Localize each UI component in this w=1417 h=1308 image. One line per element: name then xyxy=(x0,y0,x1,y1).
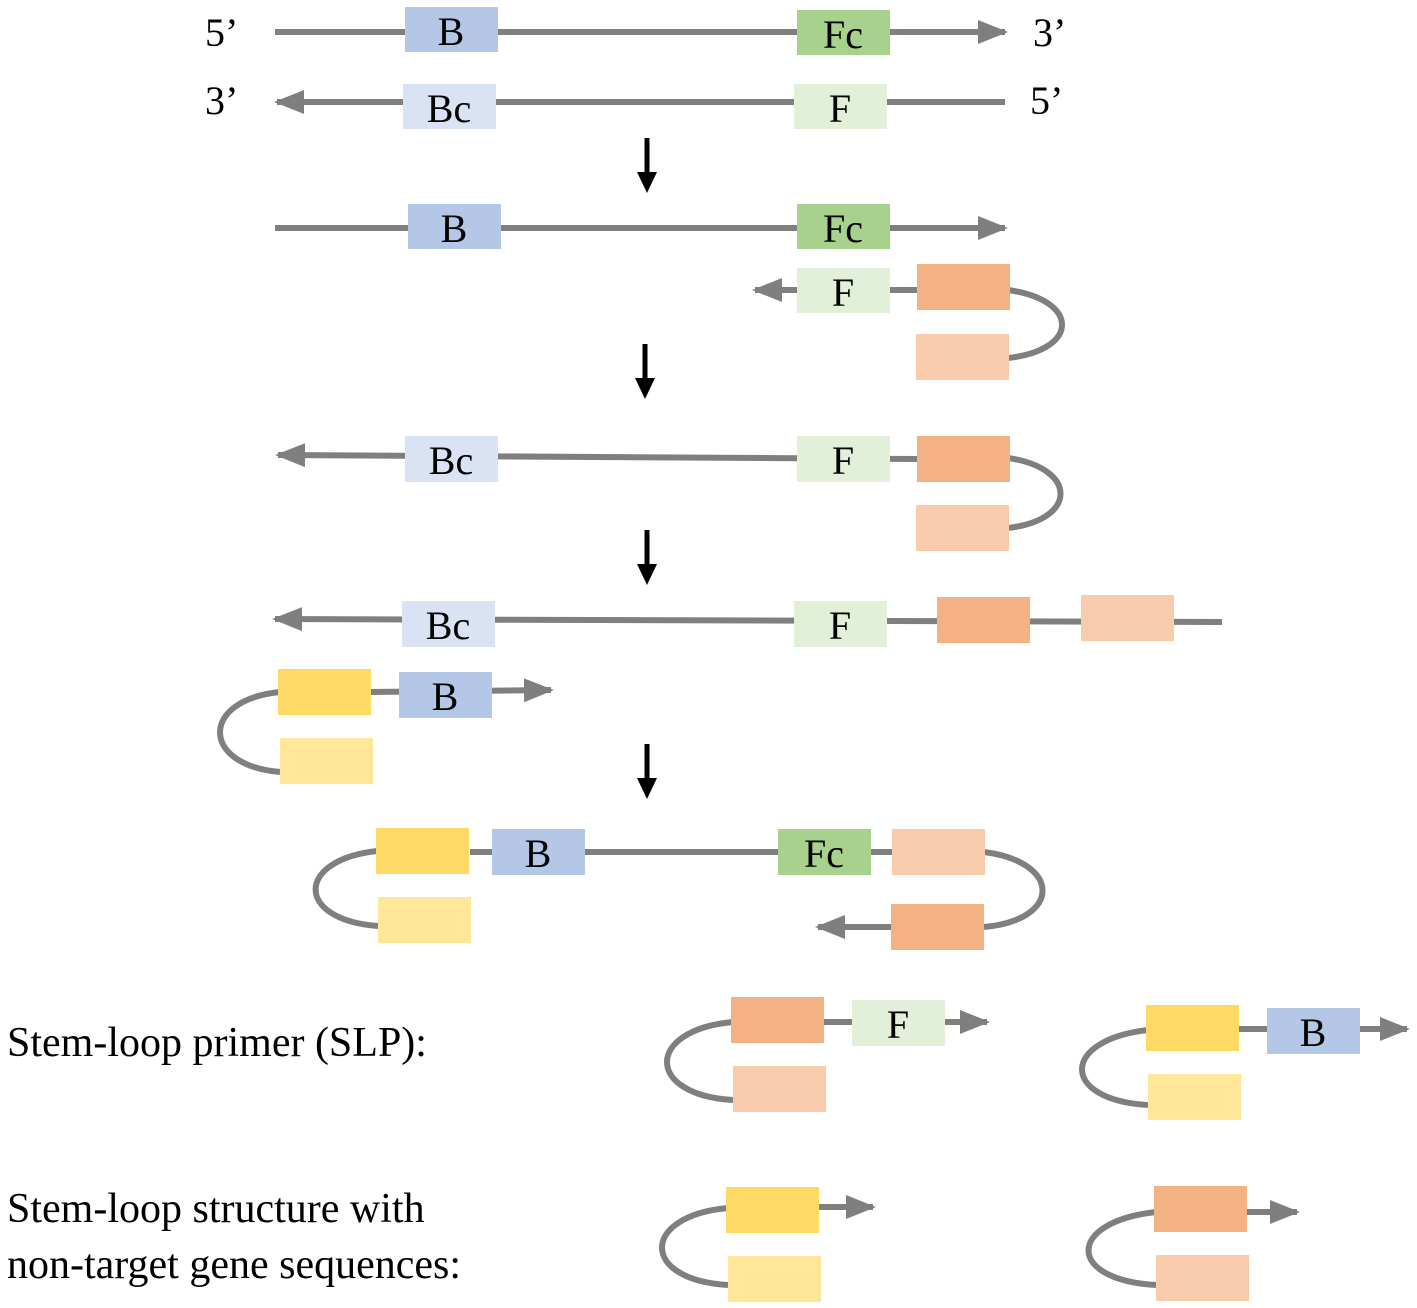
region-f-box xyxy=(797,268,890,313)
region-b-box xyxy=(405,7,498,52)
down-arrow-icon xyxy=(637,744,657,799)
stem-dark-yellow-box xyxy=(1146,1005,1239,1051)
region-fc-box xyxy=(797,10,890,55)
stem-loop-curve xyxy=(1079,1027,1149,1108)
stem-light-orange-box xyxy=(892,829,985,875)
bottom-strand-5prime-label: 5’ xyxy=(1030,78,1063,123)
right-stem-loop-curve xyxy=(983,849,1046,930)
stem-light-orange-box xyxy=(1156,1255,1249,1301)
nontarget-legend-label-line2: non-target gene sequences: xyxy=(7,1242,461,1288)
stem-loop-curve xyxy=(659,1205,729,1288)
region-bc-label: Bc xyxy=(427,86,471,131)
region-bc-box xyxy=(403,84,496,129)
region-bc-box xyxy=(402,601,495,647)
region-fc-label: Fc xyxy=(823,12,863,57)
region-f-box xyxy=(797,436,890,482)
stem-light-yellow-box xyxy=(378,897,471,943)
down-arrow-icon xyxy=(637,530,657,585)
stem-dark-orange-box xyxy=(917,436,1010,482)
stem-dark-orange-box xyxy=(891,904,984,950)
nontarget-legend-label-line1: Stem-loop structure with xyxy=(7,1186,425,1232)
region-fc-label: Fc xyxy=(804,831,844,876)
region-b-box xyxy=(408,204,501,249)
stem-dark-yellow-box xyxy=(726,1187,819,1233)
step-5-dumbbell-structure: B Fc xyxy=(312,828,1046,950)
stem-light-orange-box xyxy=(1081,595,1174,641)
left-stem-loop-curve xyxy=(312,848,379,929)
region-b-label: B xyxy=(432,674,459,719)
region-f-box xyxy=(852,1000,945,1046)
step-2-primer-annealing: B Fc F xyxy=(275,204,1065,380)
region-b-label: B xyxy=(1300,1010,1327,1055)
stem-light-yellow-box xyxy=(1148,1074,1241,1120)
region-bc-label: Bc xyxy=(426,603,470,648)
down-arrow-icon xyxy=(635,344,655,399)
stem-loop-curve xyxy=(664,1019,734,1103)
stem-loop-curve xyxy=(1007,455,1064,531)
region-fc-box xyxy=(797,204,890,249)
stem-light-yellow-box xyxy=(280,738,373,784)
region-f-box xyxy=(794,84,887,129)
step-4-second-primer: Bc F B xyxy=(217,595,1223,784)
stem-dark-yellow-box xyxy=(278,669,371,715)
region-bc-box xyxy=(405,436,498,482)
slp-legend-label: Stem-loop primer (SLP): xyxy=(7,1020,427,1066)
region-fc-box xyxy=(778,829,871,875)
down-arrow-icon xyxy=(637,138,657,193)
region-bc-label: Bc xyxy=(429,438,473,483)
region-b-label: B xyxy=(525,831,552,876)
region-b-box xyxy=(399,672,492,718)
step-3-extended-strand: Bc F xyxy=(275,436,1064,551)
stem-loop-curve xyxy=(1007,287,1065,361)
top-strand-5prime-label: 5’ xyxy=(205,10,238,55)
region-b-label: B xyxy=(441,206,468,251)
region-f-label: F xyxy=(832,270,854,315)
bottom-strand-3prime-label: 3’ xyxy=(205,78,238,123)
stem-light-orange-box xyxy=(916,334,1009,380)
step-1-target-dna: 5’ B Fc 3’ 3’ Bc F 5’ xyxy=(205,7,1066,131)
region-f-label: F xyxy=(832,438,854,483)
stem-dark-orange-box xyxy=(731,997,824,1043)
region-f-label: F xyxy=(887,1002,909,1047)
stem-dark-orange-box xyxy=(937,597,1030,643)
legend-nontarget-stem-loops: Stem-loop structure with non-target gene… xyxy=(7,1186,1300,1302)
top-strand-3prime-label: 3’ xyxy=(1033,10,1066,55)
stem-light-yellow-box xyxy=(728,1256,821,1302)
region-f-box xyxy=(794,601,887,647)
stem-dark-orange-box xyxy=(1154,1186,1247,1232)
stem-dark-yellow-box xyxy=(376,828,469,874)
region-b-label: B xyxy=(438,9,465,54)
stem-loop-curve xyxy=(1085,1209,1157,1288)
stem-dark-orange-box xyxy=(917,264,1010,310)
region-f-label: F xyxy=(829,603,851,648)
stem-loop-curve xyxy=(217,689,281,775)
region-b-box xyxy=(492,829,585,875)
region-b-box xyxy=(1267,1008,1360,1054)
stem-light-orange-box xyxy=(733,1066,826,1112)
stem-light-orange-box xyxy=(916,505,1009,551)
region-f-label: F xyxy=(829,86,851,131)
legend-stem-loop-primers: Stem-loop primer (SLP): F B xyxy=(7,997,1410,1120)
region-fc-label: Fc xyxy=(823,206,863,251)
